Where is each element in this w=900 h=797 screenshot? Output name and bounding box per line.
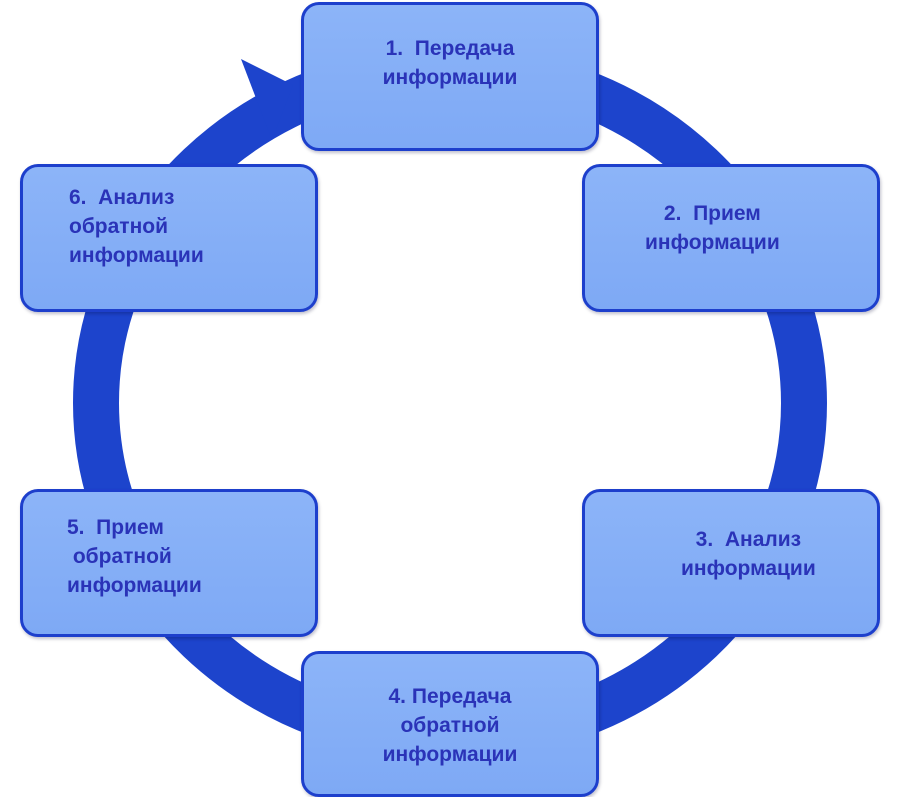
step-label-3: 3. Анализ информации (681, 528, 816, 580)
step-box-1: 1. Передача информации (301, 2, 599, 151)
step-box-3: 3. Анализ информации (582, 489, 880, 637)
step-label-1: 1. Передача информации (382, 36, 518, 89)
step-label-5: 5. Прием обратной информации (67, 515, 202, 597)
step-box-2: 2. Прием информации (582, 164, 880, 312)
step-box-5: 5. Прием обратной информации (20, 489, 318, 637)
step-box-4: 4. Передача обратной информации (301, 651, 599, 797)
step-label-6: 6. Анализ обратной информации (69, 185, 204, 267)
step-label-2: 2. Прием информации (645, 202, 780, 254)
step-label-4: 4. Передача обратной информации (382, 684, 518, 766)
step-box-6: 6. Анализ обратной информации (20, 164, 318, 312)
arrowhead-icon (241, 59, 293, 140)
